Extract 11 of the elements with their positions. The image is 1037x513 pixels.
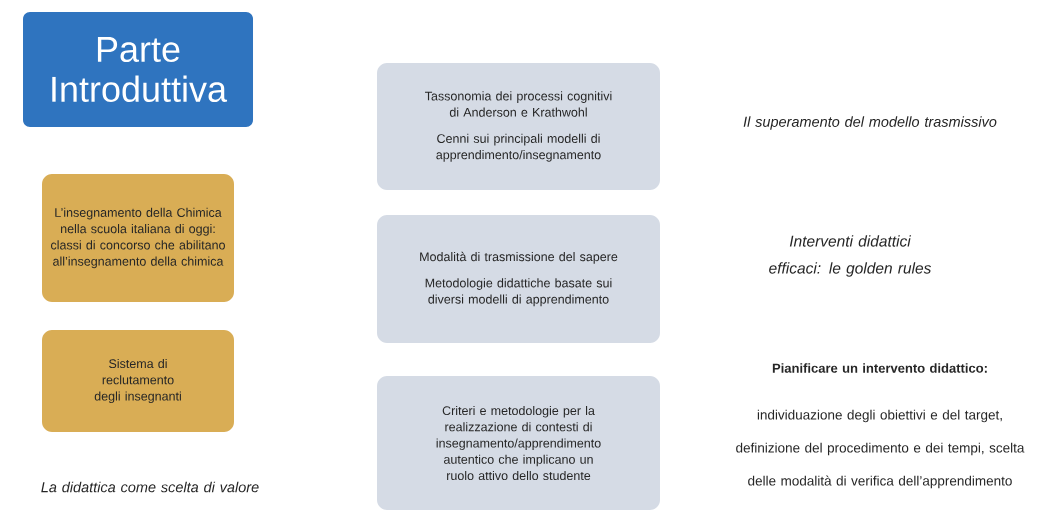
heading-text: Il superamento del modello trasmissivo [743,116,997,130]
content-box: Modalità di trasmissione del sapere Metodologie didattiche basate sui diversi modelli di apprendimento [377,215,660,343]
heading-text: Interventi didattici efficaci: le golden rules [769,235,932,277]
heading-text: Pianificare un intervento didattico: [772,363,987,373]
caption-text: La didattica come scelta di valore [41,481,259,493]
topic-box: L’insegnamento della Chimica nella scuola italiana di oggi: classi di concorso che abilitano all’insegnamento della chimica [42,174,234,302]
content-box: Tassonomia dei processi cognitivi di Anderson e Krathwohl Cenni sui principali modelli di apprendimento/insegnamento [377,63,660,190]
title-box: Parte Introduttiva [23,12,253,127]
topic-box: Sistema di reclutamento degli insegnanti [42,330,234,432]
content-box: Criteri e metodologie per la realizzazione di contesti di insegnamento/apprendimento autentico che implicano un ruolo attivo dello studente [377,376,660,510]
description-text: individuazione degli obiettivi e del target, definizione del procedimento e dei tempi, scelta delle modalità di verifica dell’apprendimento [736,409,1025,489]
